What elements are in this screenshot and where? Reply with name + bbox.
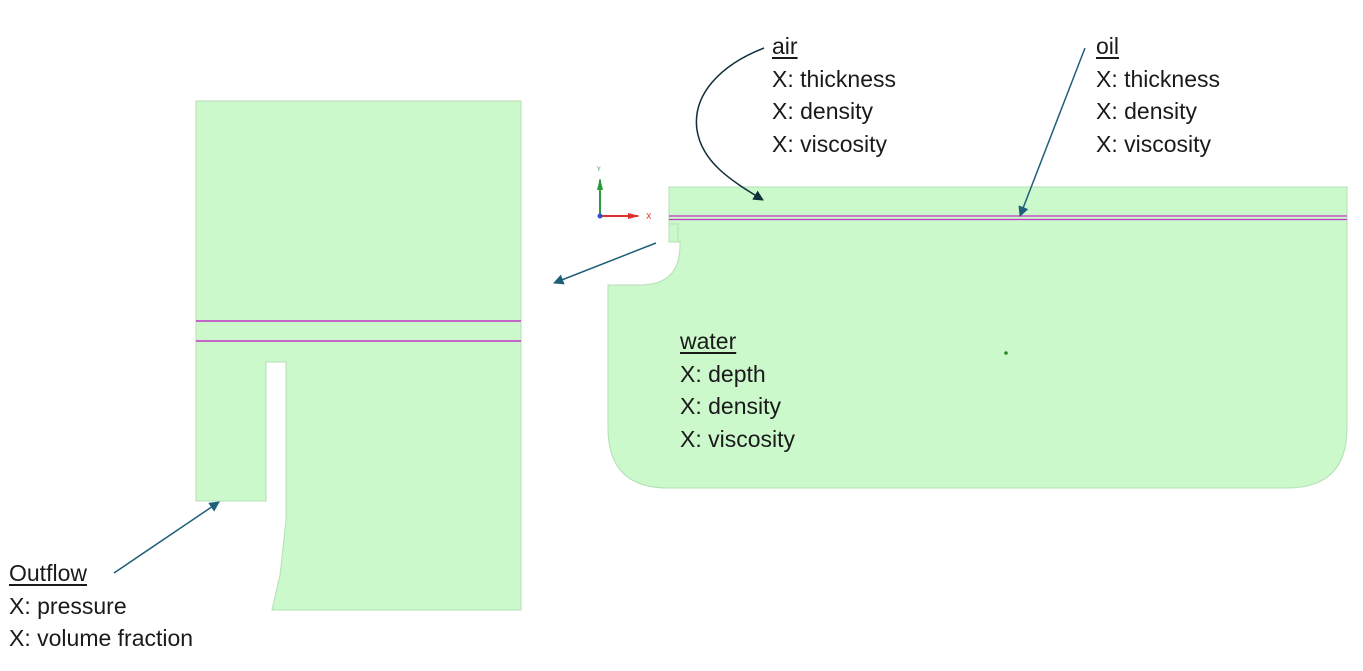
oil-label: oil X: thickness X: density X: viscosity [1096,30,1220,160]
outflow-label: Outflow X: pressure X: volume fraction [9,557,193,655]
air-label-line: X: viscosity [772,130,888,157]
outflow-callout-arrow [113,501,220,574]
axis-origin [597,213,603,219]
x-axis-label: X [646,212,652,221]
reference-point-dot [1004,351,1008,355]
water-label-line: X: viscosity [680,425,796,452]
air-label: air X: thickness X: density X: viscosity [772,30,896,160]
water-label-line: X: density [680,393,781,419]
right-domain-notch-edge [668,223,679,242]
left-domain-region [195,100,522,611]
outflow-label-line: X: volume fraction [9,625,194,651]
y-axis-label: Y [596,166,601,173]
outflow-label-line: X: pressure [9,592,127,619]
water-label: water X: depth X: density X: viscosity [680,325,795,455]
axis-triad: Y X [596,166,652,221]
air-label-title: air [772,33,798,59]
water-label-line: X: depth [680,360,766,387]
water-label-title: water [680,328,737,354]
x-axis-arrow-head [628,213,640,219]
oil-label-line: X: viscosity [1096,130,1212,157]
oil-label-line: X: density [1096,98,1197,124]
air-label-line: X: density [772,98,873,124]
y-axis-arrow-head [597,178,603,190]
air-label-line: X: thickness [772,65,896,92]
air-callout-arrow [695,47,765,201]
outflow-label-title: Outflow [9,560,87,586]
oil-label-line: X: thickness [1096,65,1220,92]
zoom-link-arrow [553,242,657,285]
oil-callout-arrow [1018,47,1086,217]
right-domain-region [607,186,1348,489]
oil-label-title: oil [1096,33,1120,59]
